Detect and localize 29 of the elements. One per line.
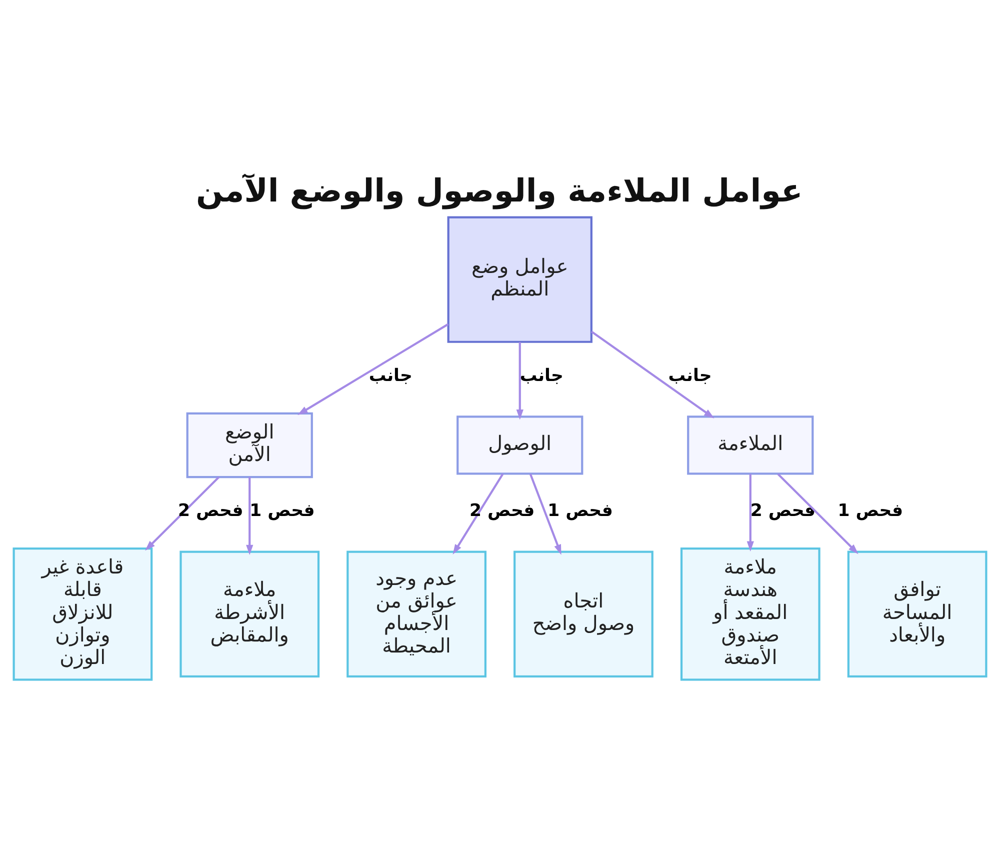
node-box: عوامل وضع المنظم bbox=[447, 216, 592, 343]
node-box: ملاءمة الأشرطة والمقابض bbox=[180, 550, 320, 678]
node-box: الوضع الآمن bbox=[186, 412, 313, 478]
arrow bbox=[777, 473, 858, 554]
arrow bbox=[590, 330, 714, 418]
edge-label: فحص 1 bbox=[250, 500, 315, 521]
edge-label: جانب bbox=[520, 366, 564, 386]
edge-label: جانب bbox=[368, 366, 412, 386]
arrow bbox=[529, 474, 562, 555]
edge-label: فحص 1 bbox=[838, 500, 903, 521]
node-box: ملاءمة هندسة المقعد أو صندوق الأمتعة bbox=[680, 547, 820, 681]
node-box: اتجاه وصول واضح bbox=[514, 550, 654, 678]
edge-label: فحص 1 bbox=[548, 500, 613, 521]
arrow bbox=[298, 323, 449, 415]
arrow bbox=[145, 476, 220, 551]
arrow bbox=[516, 342, 524, 420]
diagram-title: عوامل الملاءمة والوصول والوضع الآمن bbox=[196, 172, 803, 210]
node-box: عدم وجود عوائق من الأجسام المحيطة bbox=[346, 550, 486, 678]
node-box: قاعدة غير قابلة للانزلاق وتوازن الوزن bbox=[12, 547, 153, 681]
edge-label: فحص 2 bbox=[470, 500, 535, 521]
edge-label: فحص 2 bbox=[750, 500, 816, 521]
arrow bbox=[246, 477, 254, 556]
node-box: الملاءمة bbox=[687, 416, 814, 475]
edge-label: جانب bbox=[668, 366, 712, 386]
edge-label: فحص 2 bbox=[178, 500, 244, 521]
arrow bbox=[452, 473, 504, 555]
arrow bbox=[746, 474, 754, 552]
node-box: توافق المساحة والأبعاد bbox=[847, 550, 988, 678]
node-box: الوصول bbox=[456, 416, 584, 475]
